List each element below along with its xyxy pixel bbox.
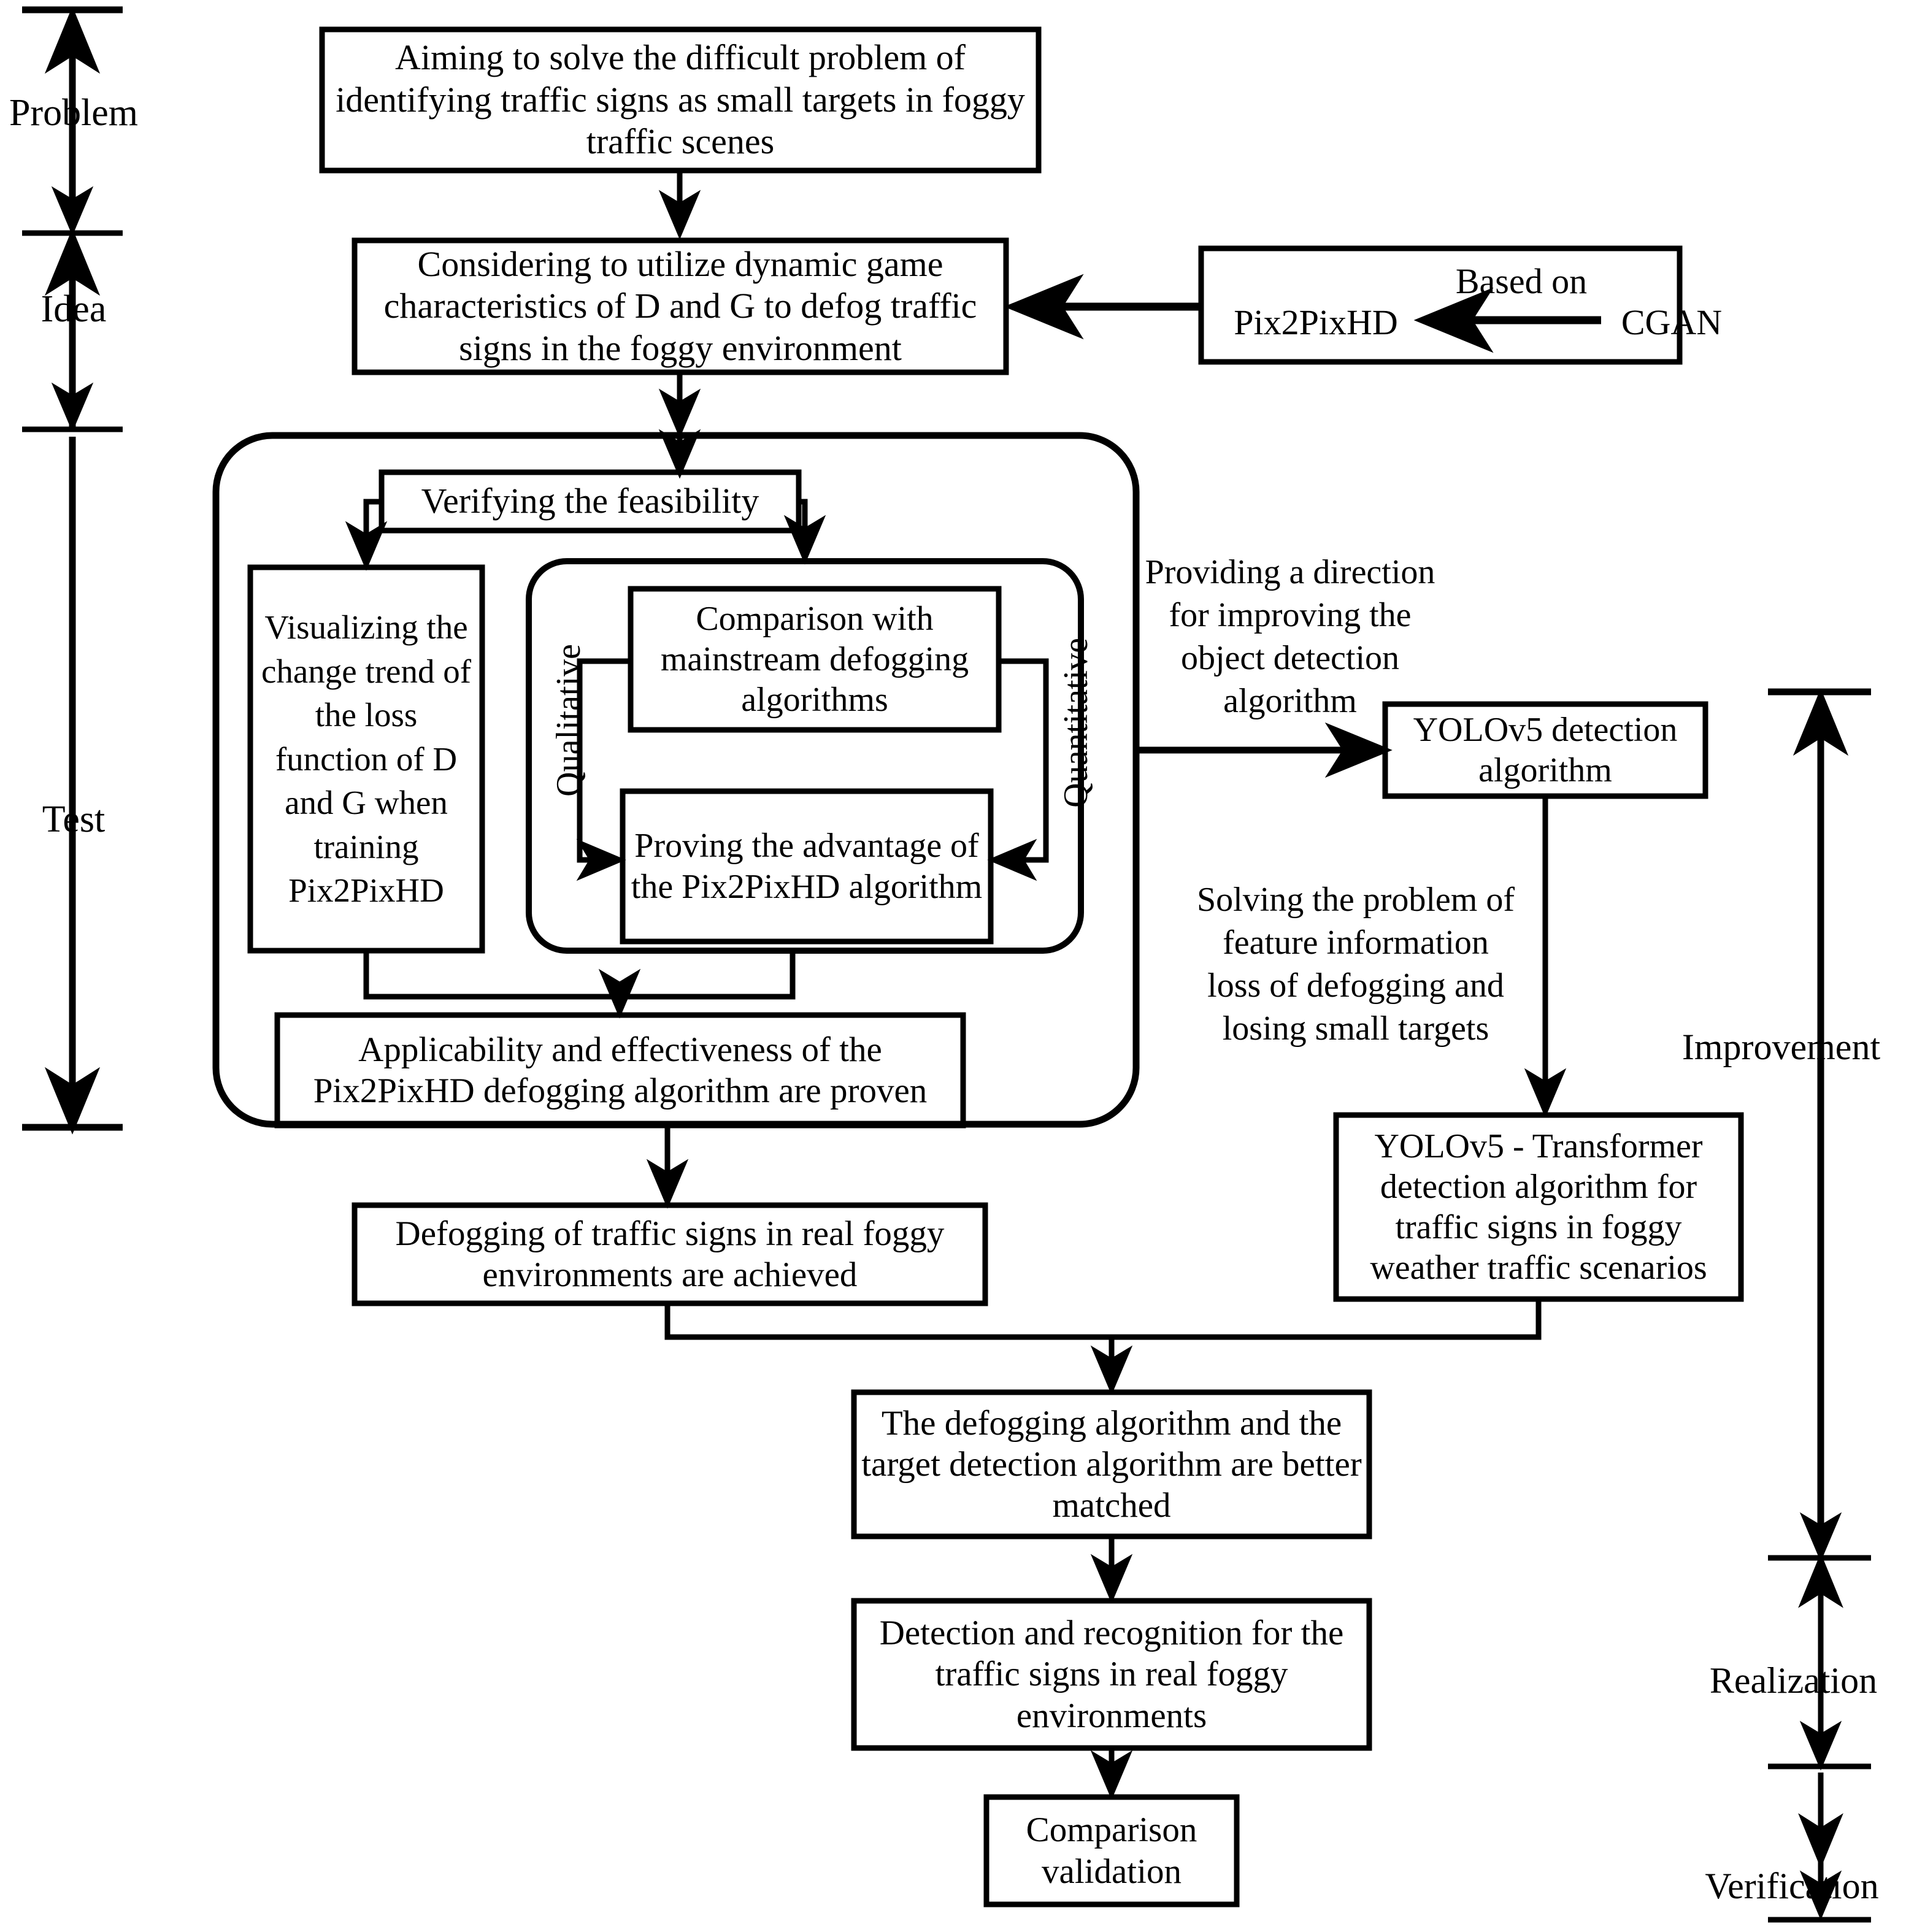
right-axis-group: [1768, 688, 1871, 1923]
quantitative-label: Quantitative: [1057, 638, 1095, 808]
edge-label-solving-problem: Solving the problem of feature informati…: [1197, 881, 1515, 1048]
defogging-box-text: Defogging of traffic signs in real foggy…: [395, 1214, 945, 1294]
basis-box-right-term: CGAN: [1621, 302, 1723, 342]
recognition-box-text: Detection and recognition for the traffi…: [879, 1614, 1344, 1735]
stage-label-realization: Realization: [1709, 1660, 1878, 1701]
basis-box-left-term: Pix2PixHD: [1234, 302, 1398, 342]
problem-box-text: Aiming to solve the difficult problem of…: [336, 37, 1025, 162]
stage-label-idea: Idea: [40, 288, 107, 330]
yolov5-transformer-box-text: YOLOv5 - Transformer detection algorithm…: [1370, 1127, 1707, 1287]
validation-box-text: Comparison validation: [1026, 1811, 1197, 1891]
stage-label-improvement: Improvement: [1681, 1027, 1881, 1067]
stage-label-problem: Problem: [9, 92, 139, 134]
edge-label-providing-direction: Providing a direction for improving the …: [1145, 553, 1435, 720]
proving-box-text: Proving the advantage of the Pix2PixHD a…: [631, 827, 983, 906]
basis-box-caption: Based on: [1455, 261, 1588, 301]
comparison-box-text: Comparison with mainstream defogging alg…: [660, 599, 969, 719]
idea-box-text: Considering to utilize dynamic game char…: [383, 243, 977, 368]
stage-label-test: Test: [42, 799, 106, 840]
visualizing-box-text: Visualizing the change trend of the loss…: [261, 608, 472, 910]
stage-label-verification: Verification: [1705, 1866, 1879, 1906]
yolov5-box-text: YOLOv5 detection algorithm: [1413, 710, 1678, 789]
verifying-box-text: Verifying the feasibility: [421, 481, 759, 521]
applicability-box-text: Applicability and effectiveness of the P…: [313, 1030, 928, 1110]
qualitative-label: Qualitative: [550, 644, 588, 797]
left-axis-group: [22, 6, 123, 1135]
matched-box-text: The defogging algorithm and the target d…: [861, 1403, 1362, 1525]
